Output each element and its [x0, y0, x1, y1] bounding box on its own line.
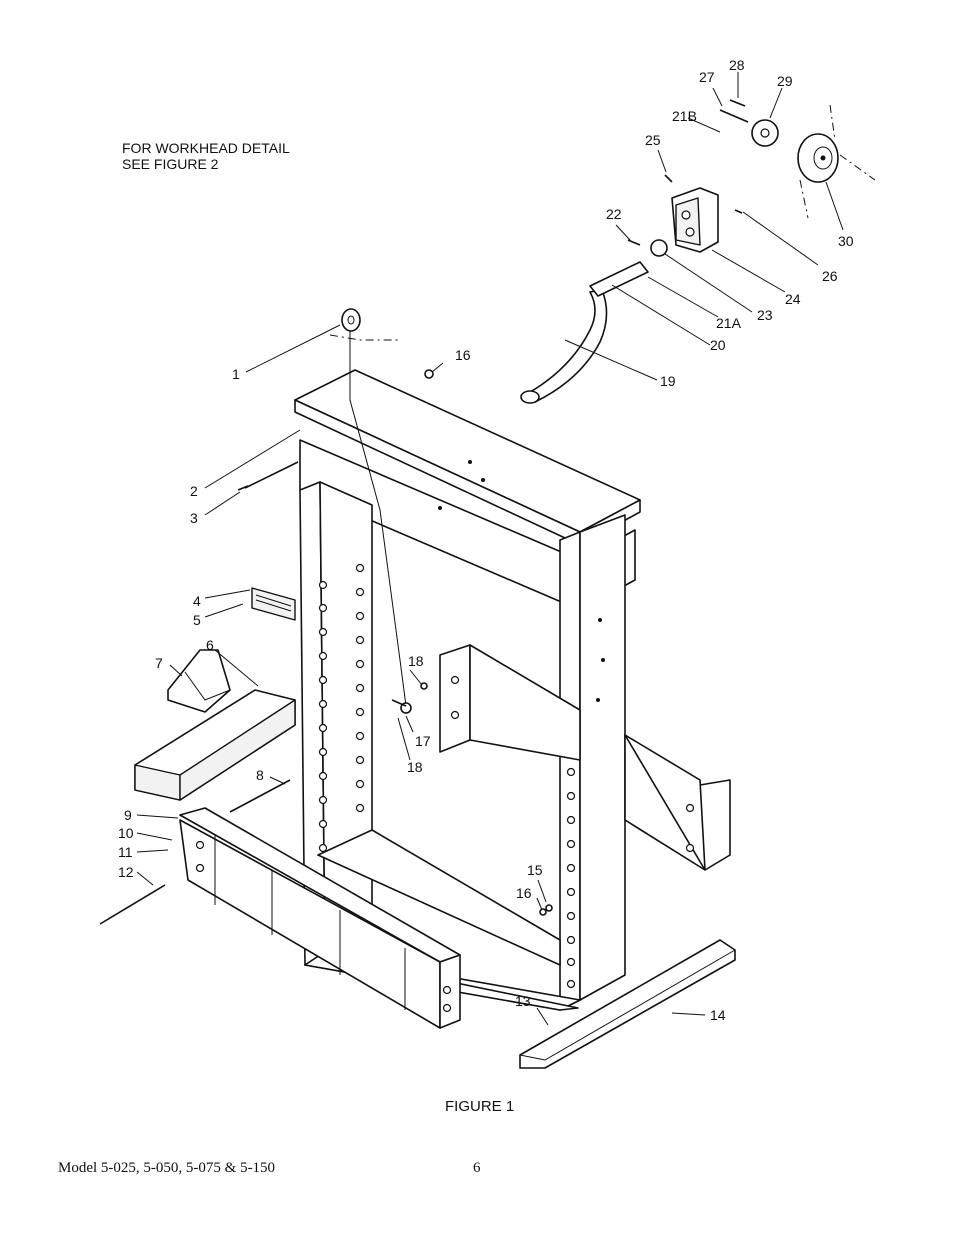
page-number: 6: [473, 1160, 481, 1176]
callout-4: 4: [193, 593, 201, 609]
callout-1: 1: [232, 366, 240, 382]
top-pulley: [329, 308, 400, 341]
callout-26: 26: [822, 268, 838, 284]
footer-model: Model 5-025, 5-050, 5-075 & 5-150: [58, 1160, 276, 1176]
callout-11: 11: [118, 844, 133, 860]
callout-20: 20: [710, 337, 726, 353]
bolster-plate: [134, 649, 296, 801]
callout-21b: 21B: [672, 108, 697, 124]
callout-10: 10: [118, 825, 134, 841]
callout-labels: 1 16 2 3 4 5 6 7 8 9 10 11 12 13 14 15 1…: [118, 57, 854, 1023]
workhead-note-line2: SEE FIGURE 2: [122, 156, 219, 172]
winch-assembly: [520, 99, 876, 404]
callout-14: 14: [710, 1007, 726, 1023]
callout-9: 9: [124, 807, 132, 823]
pins-and-rods: [99, 330, 407, 925]
warning-plate: [251, 587, 296, 621]
callout-7: 7: [155, 655, 163, 671]
pawl-assembly: [391, 369, 553, 916]
callout-27: 27: [699, 69, 715, 85]
callout-29: 29: [777, 73, 793, 89]
callout-25: 25: [645, 132, 661, 148]
press-frame: [294, 369, 641, 1011]
callout-3: 3: [190, 510, 198, 526]
figure-caption: FIGURE 1: [445, 1098, 515, 1115]
callout-2: 2: [190, 483, 198, 499]
callout-30: 30: [838, 233, 854, 249]
callout-13: 13: [515, 993, 531, 1009]
callout-12: 12: [118, 864, 134, 880]
callout-6: 6: [206, 637, 214, 653]
callout-16-top: 16: [455, 347, 471, 363]
callout-21a: 21A: [716, 315, 742, 331]
callout-8: 8: [256, 767, 264, 783]
callout-16-bottom: 16: [516, 885, 532, 901]
callout-17: 17: [415, 733, 431, 749]
leader-lines: [136, 72, 844, 1026]
base-angle: [519, 939, 736, 1069]
callout-22: 22: [606, 206, 622, 222]
callout-15: 15: [527, 862, 543, 878]
callout-5: 5: [193, 612, 201, 628]
rear-cross-member: [439, 644, 731, 871]
callout-19: 19: [660, 373, 676, 389]
callout-18-upper: 18: [408, 653, 424, 669]
lower-bed-beam: [179, 807, 461, 1029]
callout-28: 28: [729, 57, 745, 73]
callout-23: 23: [757, 307, 773, 323]
callout-18-lower: 18: [407, 759, 423, 775]
workhead-note: FOR WORKHEAD DETAIL SEE FIGURE 2: [122, 140, 290, 172]
callout-24: 24: [785, 291, 801, 307]
workhead-note-line1: FOR WORKHEAD DETAIL: [122, 140, 290, 156]
